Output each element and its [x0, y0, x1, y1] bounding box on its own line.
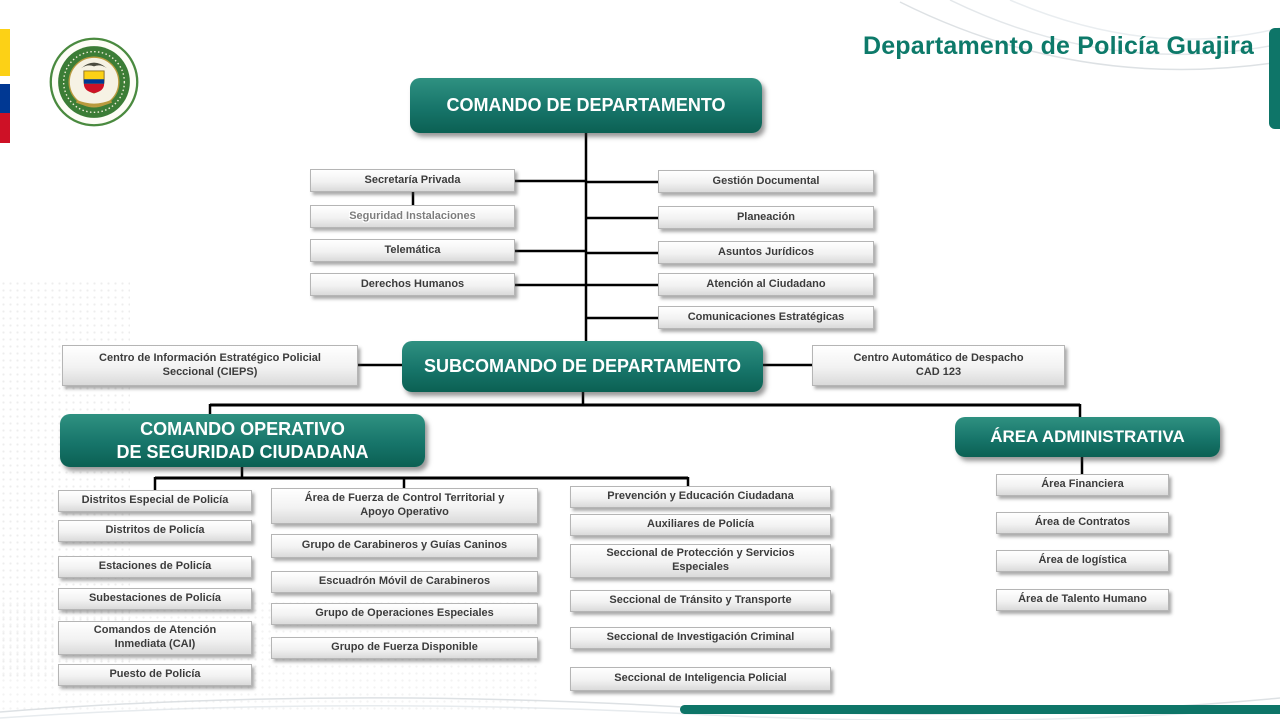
flag-stripe-blue: [0, 84, 10, 113]
node-gestion-documental: Gestión Documental: [658, 170, 874, 193]
node-puesto-policia: Puesto de Policía: [58, 664, 252, 686]
node-seccional-inteligencia: Seccional de Inteligencia Policial: [570, 667, 831, 691]
node-seguridad-instalaciones: Seguridad Instalaciones: [310, 205, 515, 228]
node-area-fuerza-control: Área de Fuerza de Control Territorial y …: [271, 488, 538, 524]
node-cieps: Centro de Información Estratégico Polici…: [62, 345, 358, 386]
node-grupo-carabineros: Grupo de Carabineros y Guías Caninos: [271, 534, 538, 558]
node-derechos-humanos: Derechos Humanos: [310, 273, 515, 296]
bottom-accent-bar: [680, 705, 1280, 714]
right-accent-tab: [1269, 28, 1280, 129]
node-area-talento-humano: Área de Talento Humano: [996, 589, 1169, 611]
node-comando-operativo: COMANDO OPERATIVO DE SEGURIDAD CIUDADANA: [60, 414, 425, 467]
flag-stripe-yellow: [0, 29, 10, 76]
node-secretaria-privada: Secretaría Privada: [310, 169, 515, 192]
policia-nacional-logo: [48, 36, 140, 133]
node-area-logistica: Área de logística: [996, 550, 1169, 572]
node-subcomando-departamento: SUBCOMANDO DE DEPARTAMENTO: [402, 341, 763, 392]
node-prevencion-educacion: Prevención y Educación Ciudadana: [570, 486, 831, 508]
node-planeacion: Planeación: [658, 206, 874, 229]
node-escuadron-movil: Escuadrón Móvil de Carabineros: [271, 571, 538, 593]
node-grupo-operaciones-especiales: Grupo de Operaciones Especiales: [271, 603, 538, 625]
flag-stripe-red: [0, 113, 10, 143]
node-area-administrativa: ÁREA ADMINISTRATIVA: [955, 417, 1220, 457]
node-distritos-policia: Distritos de Policía: [58, 520, 252, 542]
node-asuntos-juridicos: Asuntos Jurídicos: [658, 241, 874, 264]
node-cad-123: Centro Automático de Despacho CAD 123: [812, 345, 1065, 386]
page-title: Departamento de Policía Guajira: [862, 32, 1254, 60]
node-telematica: Telemática: [310, 239, 515, 262]
node-comando-departamento: COMANDO DE DEPARTAMENTO: [410, 78, 762, 133]
node-comunicaciones-estrategicas: Comunicaciones Estratégicas: [658, 306, 874, 329]
node-grupo-fuerza-disponible: Grupo de Fuerza Disponible: [271, 637, 538, 659]
node-subestaciones-policia: Subestaciones de Policía: [58, 588, 252, 610]
policia-nacional-emblem-icon: [49, 37, 139, 127]
node-atencion-ciudadano: Atención al Ciudadano: [658, 273, 874, 296]
node-auxiliares-policia: Auxiliares de Policía: [570, 514, 831, 536]
node-comandos-cai: Comandos de Atención Inmediata (CAI): [58, 621, 252, 655]
node-seccional-proteccion: Seccional de Protección y Servicios Espe…: [570, 544, 831, 578]
node-area-contratos: Área de Contratos: [996, 512, 1169, 534]
node-distritos-especial: Distritos Especial de Policía: [58, 490, 252, 512]
node-estaciones-policia: Estaciones de Policía: [58, 556, 252, 578]
node-seccional-investigacion: Seccional de Investigación Criminal: [570, 627, 831, 649]
node-area-financiera: Área Financiera: [996, 474, 1169, 496]
node-seccional-transito: Seccional de Tránsito y Transporte: [570, 590, 831, 612]
